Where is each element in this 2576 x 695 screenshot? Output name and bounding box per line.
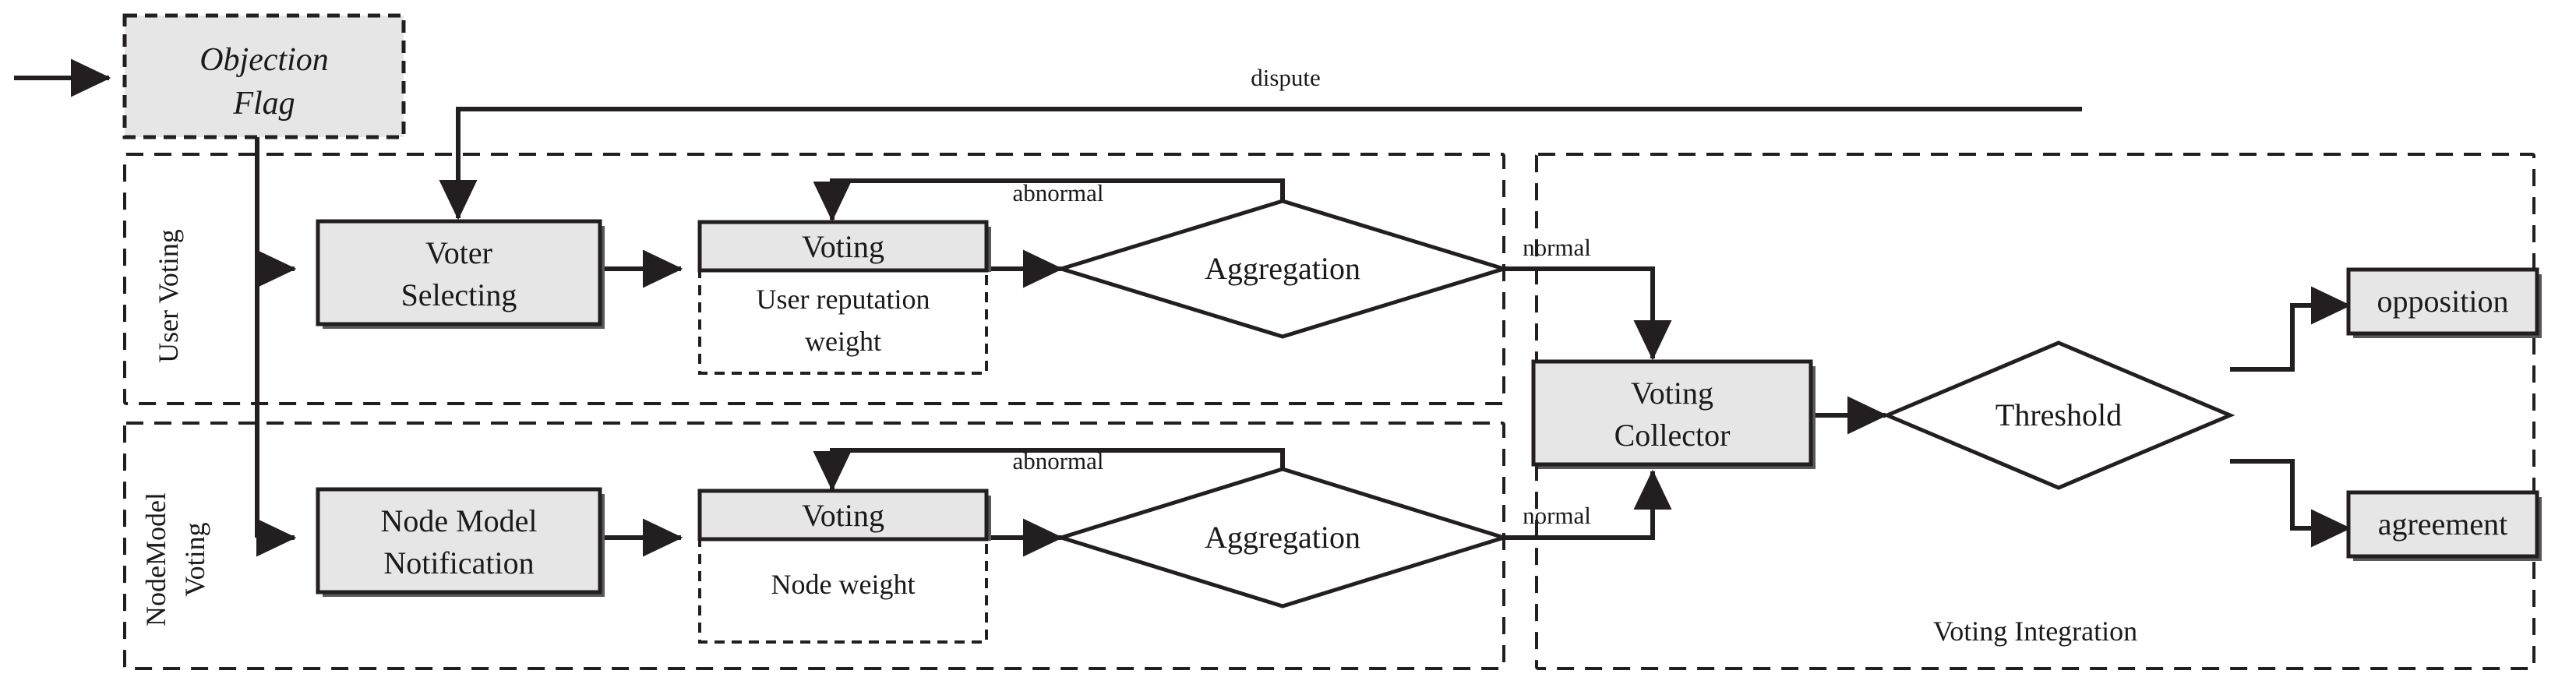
node-voting-collector[interactable] (1531, 359, 1813, 467)
edge-label-normal-user: normal (1523, 234, 1591, 261)
edge-label-normal-node: normal (1523, 502, 1591, 529)
node-node-model-notification-line2: Notification (383, 545, 534, 580)
node-voting-user-sub-line2: weight (805, 326, 881, 357)
node-aggregation-user-label: Aggregation (1205, 251, 1360, 286)
node-voter-selecting[interactable] (316, 219, 602, 326)
node-voter-selecting-line1: Voter (425, 235, 492, 270)
node-agreement-label: agreement (2378, 506, 2508, 542)
node-voting-collector-line1: Voting (1631, 376, 1713, 411)
node-agreement[interactable] (2346, 490, 2539, 559)
edge-abnormal-node (813, 448, 1285, 492)
node-voter-selecting-line2: Selecting (401, 277, 517, 312)
node-aggregation-node[interactable] (1054, 467, 1511, 609)
node-aggregation-user[interactable] (1054, 199, 1511, 339)
node-voting-node-title: Voting (802, 498, 884, 533)
node-voting-node-subbox (698, 538, 988, 644)
group-label-voting-integration: Voting Integration (1933, 616, 2137, 647)
edge-normal-node (1504, 469, 1672, 540)
node-voting-user[interactable] (697, 220, 989, 273)
node-voting-user-sub-line1: User reputation (757, 284, 930, 315)
edge-threshold-to-opposition (2230, 286, 2352, 372)
group-user-voting (123, 153, 1505, 405)
group-label-nodemodel-voting-line2: Voting (179, 522, 210, 596)
node-objection-flag-line1: Objection (199, 42, 329, 78)
group-label-nodemodel-voting-line1: NodeModel (140, 492, 171, 626)
edge-normal-user (1504, 266, 1672, 361)
edge-threshold-to-agreement (2230, 459, 2352, 548)
node-voting-collector-line2: Collector (1614, 418, 1731, 453)
node-objection-flag[interactable] (122, 13, 406, 139)
node-node-model-notification[interactable] (316, 487, 602, 594)
edge-label-abnormal-node: abnormal (1012, 447, 1103, 475)
node-opposition-label: opposition (2377, 284, 2509, 319)
group-label-user-voting: User Voting (153, 229, 184, 363)
group-nodemodel-voting (123, 422, 1505, 670)
node-node-model-notification-line1: Node Model (380, 503, 537, 538)
edge-label-abnormal-user: abnormal (1012, 179, 1103, 206)
node-aggregation-node-label: Aggregation (1205, 520, 1360, 555)
node-voting-node[interactable] (697, 489, 989, 542)
edge-dispute (439, 107, 2082, 220)
node-threshold-label: Threshold (1996, 397, 2122, 432)
node-objection-flag-line2: Flag (232, 86, 295, 122)
edge-abnormal-user (813, 178, 1285, 222)
node-threshold[interactable] (1882, 340, 2235, 490)
edge-label-dispute: dispute (1251, 64, 1321, 91)
node-opposition[interactable] (2346, 267, 2539, 336)
node-voting-user-title: Voting (802, 229, 884, 264)
node-voting-node-sub-line1: Node weight (771, 569, 916, 600)
